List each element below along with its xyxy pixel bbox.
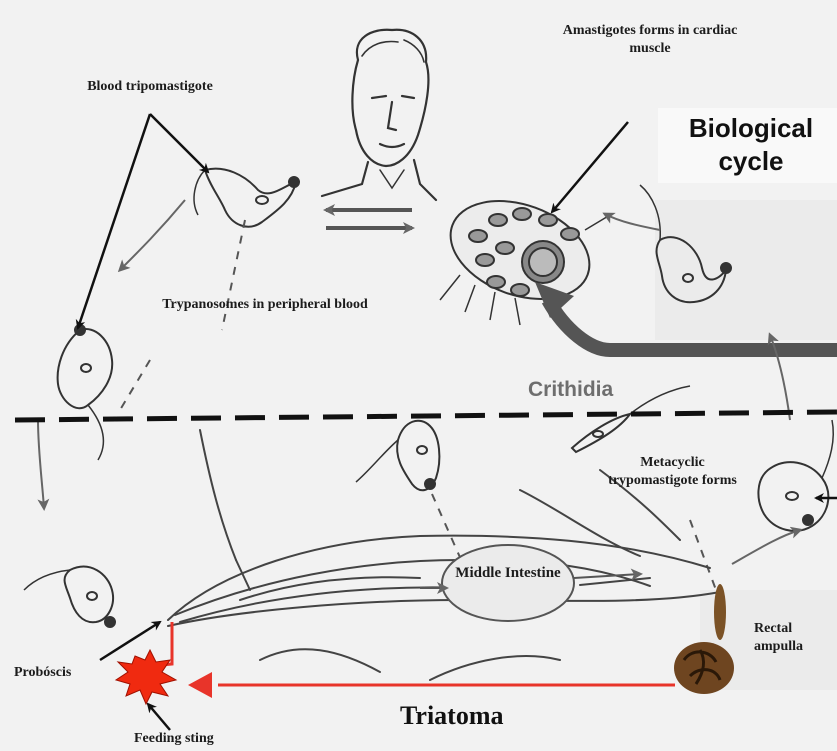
human-head-figure <box>322 30 436 200</box>
amastigote-pointer-arrow <box>552 122 628 212</box>
dashed-guides <box>120 220 716 590</box>
trypanosome-metacyclic <box>758 420 833 531</box>
trypanosome-center <box>356 421 439 491</box>
cardiac-muscle-cell <box>437 183 610 325</box>
red-feeding-path <box>150 622 675 685</box>
red-arrowhead <box>188 672 212 698</box>
trypanosome-left-middle <box>58 325 113 460</box>
trypanosome-top-left <box>194 169 299 227</box>
label-proboscis: Probóscis <box>14 664 104 682</box>
host-vector-divider <box>15 412 837 420</box>
label-amastigotes: Amastigotes forms in cardiac muscle <box>560 22 740 57</box>
label-trypanosomes-peripheral: Trypanosomes in peripheral blood <box>150 296 380 314</box>
feces-blob <box>674 642 734 694</box>
exchange-arrows <box>326 210 412 228</box>
feeding-sting-burst <box>116 650 176 704</box>
label-feeding-sting: Feeding sting <box>134 730 244 748</box>
background-panel <box>655 200 837 340</box>
trypanosome-bottom-left <box>24 567 115 627</box>
label-triatoma: Triatoma <box>400 701 504 731</box>
feeding-sting-arrow <box>148 704 170 730</box>
diagram-title: Biological cycle <box>662 112 837 177</box>
rectal-ampulla-shape <box>714 584 726 640</box>
label-blood-tripomastigote: Blood tripomastigote <box>40 78 260 96</box>
label-metacyclic: Metacyclic trypomastigote forms <box>600 454 745 489</box>
label-rectal-ampulla: Rectal ampulla <box>754 620 834 655</box>
label-crithidia: Crithidia <box>528 378 613 402</box>
label-middle-intestine: Middle Intestine <box>440 564 576 583</box>
middle-intestine-oval <box>442 545 574 621</box>
